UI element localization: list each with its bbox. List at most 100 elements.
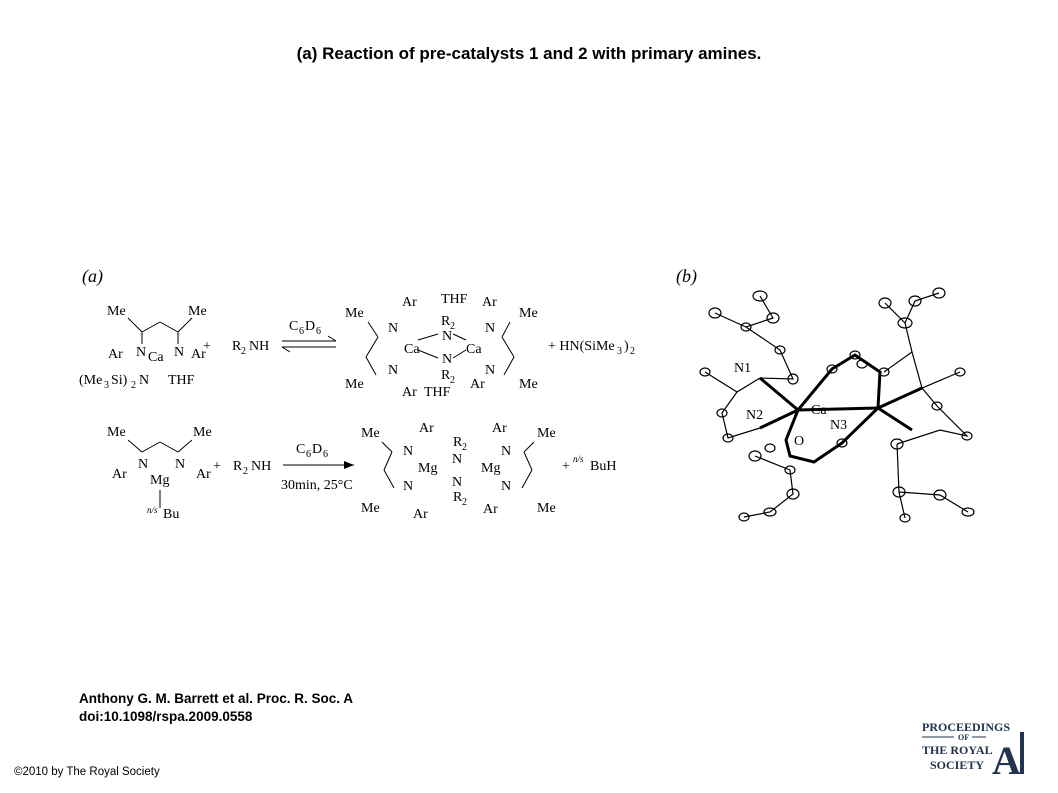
svg-text:N: N xyxy=(388,321,398,336)
svg-text:Me: Me xyxy=(519,377,538,392)
svg-text:Me: Me xyxy=(193,425,212,440)
svg-text:N: N xyxy=(136,345,146,360)
svg-text:N: N xyxy=(388,363,398,378)
panel-b-label: (b) xyxy=(676,266,697,287)
svg-text:+: + xyxy=(203,339,211,354)
panel-a-label: (a) xyxy=(82,266,103,287)
svg-text:+: + xyxy=(213,459,221,474)
mg-precatalyst-structure: Me Me N N Ar Ar Mg n/s Bu xyxy=(107,425,212,522)
svg-text:Mg: Mg xyxy=(481,461,500,476)
atom-label-o: O xyxy=(794,434,804,449)
svg-text:N: N xyxy=(174,345,184,360)
svg-text:Ar: Ar xyxy=(419,421,434,436)
svg-text:2: 2 xyxy=(243,466,248,477)
proceedings-royal-society-a-logo: PROCEEDINGS OF THE ROYAL SOCIETY A xyxy=(922,720,1024,778)
atom-label-n1: N1 xyxy=(734,361,751,376)
svg-text:N: N xyxy=(442,352,452,367)
svg-text:Ca: Ca xyxy=(148,350,164,365)
svg-text:6: 6 xyxy=(306,449,311,460)
logo-letter: A xyxy=(992,738,1021,778)
svg-text:N: N xyxy=(138,457,148,472)
svg-text:2: 2 xyxy=(241,346,246,357)
svg-text:Ar: Ar xyxy=(191,347,206,362)
svg-text:Ar: Ar xyxy=(402,295,417,310)
svg-text:6: 6 xyxy=(316,326,321,337)
svg-text:THF: THF xyxy=(424,385,451,400)
svg-text:NH: NH xyxy=(251,459,271,474)
slide-title: (a) Reaction of pre-catalysts 1 and 2 wi… xyxy=(296,44,762,63)
svg-text:N: N xyxy=(403,479,413,494)
svg-text:R: R xyxy=(453,490,463,505)
svg-text:2: 2 xyxy=(450,375,455,386)
svg-text:N: N xyxy=(139,373,149,388)
svg-text:Me: Me xyxy=(107,304,126,319)
svg-text:Me: Me xyxy=(345,306,364,321)
svg-text:N: N xyxy=(442,329,452,344)
logo-line4: SOCIETY xyxy=(930,758,984,772)
equilibrium-arrow xyxy=(281,335,337,353)
svg-text:6: 6 xyxy=(323,449,328,460)
svg-text:N: N xyxy=(403,444,413,459)
svg-text:Mg: Mg xyxy=(418,461,437,476)
svg-text:n/s: n/s xyxy=(573,454,584,464)
svg-text:Ca: Ca xyxy=(466,342,482,357)
svg-text:N: N xyxy=(452,475,462,490)
svg-text:R: R xyxy=(441,368,451,383)
citation-authors: Anthony G. M. Barrett et al. Proc. R. So… xyxy=(79,691,354,706)
svg-text:NH: NH xyxy=(249,339,269,354)
logo-line2: OF xyxy=(958,733,969,742)
logo-line3: THE ROYAL xyxy=(922,743,993,757)
svg-text:BuH: BuH xyxy=(590,459,616,474)
svg-text:Ar: Ar xyxy=(402,385,417,400)
copyright-notice: ©2010 by The Royal Society xyxy=(14,766,160,778)
svg-text:Ar: Ar xyxy=(483,502,498,517)
svg-text:Me: Me xyxy=(361,426,380,441)
svg-text:Bu: Bu xyxy=(163,507,179,522)
svg-text:Ar: Ar xyxy=(108,347,123,362)
svg-text:R: R xyxy=(441,314,451,329)
citation-doi: doi:10.1098/rspa.2009.0558 xyxy=(79,709,253,724)
svg-text:Me: Me xyxy=(345,377,364,392)
svg-text:Si): Si) xyxy=(111,373,128,388)
svg-text:THF: THF xyxy=(441,292,468,307)
svg-text:N: N xyxy=(501,479,511,494)
crystal-structure-ortep xyxy=(699,287,975,523)
svg-text:): ) xyxy=(624,339,629,354)
atom-label-n3: N3 xyxy=(830,418,847,433)
svg-text:N: N xyxy=(485,321,495,336)
svg-text:3: 3 xyxy=(104,380,109,391)
svg-text:+: + xyxy=(562,459,570,474)
svg-text:2: 2 xyxy=(131,380,136,391)
svg-text:Ar: Ar xyxy=(112,467,127,482)
svg-text:Me: Me xyxy=(537,426,556,441)
svg-text:2: 2 xyxy=(450,321,455,332)
svg-text:Ar: Ar xyxy=(470,377,485,392)
svg-text:Ar: Ar xyxy=(492,421,507,436)
svg-text:N: N xyxy=(501,444,511,459)
svg-text:Me: Me xyxy=(188,304,207,319)
svg-text:3: 3 xyxy=(617,346,622,357)
svg-text:2: 2 xyxy=(462,497,467,508)
svg-text:R: R xyxy=(233,459,243,474)
svg-text:Me: Me xyxy=(361,501,380,516)
svg-text:Ca: Ca xyxy=(404,342,420,357)
svg-text:D: D xyxy=(305,319,315,334)
svg-text:+ HN(SiMe: + HN(SiMe xyxy=(548,339,615,354)
reaction-arrow xyxy=(283,461,354,469)
svg-text:2: 2 xyxy=(630,346,635,357)
conditions-label: 30min, 25°C xyxy=(281,478,353,493)
svg-text:D: D xyxy=(312,442,322,457)
svg-text:Mg: Mg xyxy=(150,473,169,488)
svg-text:Ar: Ar xyxy=(482,295,497,310)
svg-text:Ar: Ar xyxy=(413,507,428,522)
svg-text:C: C xyxy=(296,442,305,457)
svg-text:N: N xyxy=(452,452,462,467)
svg-text:Me: Me xyxy=(537,501,556,516)
svg-text:n/s: n/s xyxy=(147,505,158,515)
svg-text:Me: Me xyxy=(107,425,126,440)
svg-text:6: 6 xyxy=(299,326,304,337)
